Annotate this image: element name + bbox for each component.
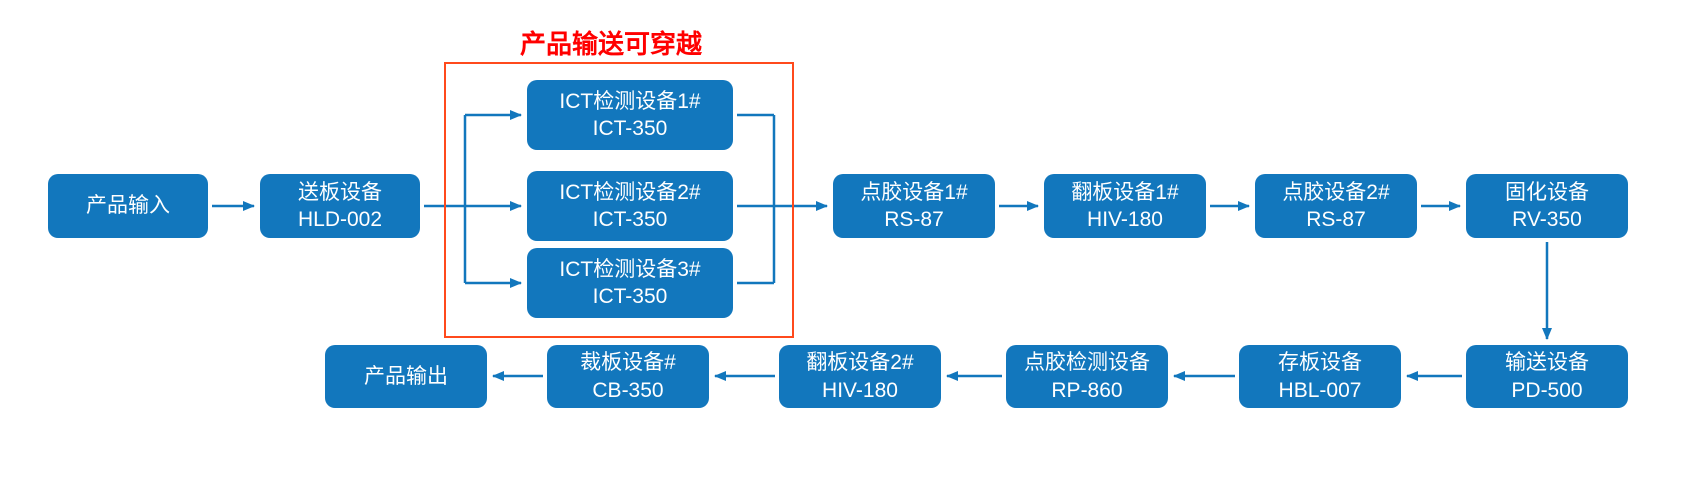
node-code: ICT-350 [592, 285, 668, 308]
node-title: 输送设备 [1505, 351, 1589, 375]
node-code: ICT-350 [592, 117, 668, 140]
node-title: 送板设备 [298, 180, 382, 204]
node-ict-tester-2: ICT检测设备2# ICT-350 [527, 171, 733, 241]
node-conveyor: 输送设备 PD-500 [1466, 345, 1628, 408]
node-title: 翻板设备2# [806, 351, 914, 375]
node-code: HLD-002 [297, 208, 383, 231]
node-code: CB-350 [592, 378, 664, 402]
node-board-flipper-2: 翻板设备2# HIV-180 [779, 345, 941, 408]
node-glue-dispenser-2: 点胶设备2# RS-87 [1255, 174, 1417, 238]
node-title: 存板设备 [1278, 351, 1362, 375]
node-title: 固化设备 [1505, 180, 1589, 204]
node-board-cutter: 裁板设备# CB-350 [547, 345, 709, 408]
node-ict-tester-3: ICT检测设备3# ICT-350 [527, 248, 733, 318]
node-board-feeder: 送板设备 HLD-002 [260, 174, 420, 238]
node-board-flipper-1: 翻板设备1# HIV-180 [1044, 174, 1206, 238]
node-code: RS-87 [1306, 208, 1366, 231]
node-code: RP-860 [1051, 378, 1123, 402]
node-title: 产品输出 [364, 364, 448, 388]
node-code: RV-350 [1512, 208, 1582, 231]
node-glue-inspection: 点胶检测设备 RP-860 [1006, 345, 1168, 408]
node-title: 产品输入 [86, 194, 170, 218]
node-code: HBL-007 [1278, 378, 1362, 402]
node-code: RS-87 [884, 208, 944, 231]
node-title: 点胶检测设备 [1024, 351, 1150, 375]
passthrough-label: 产品输送可穿越 [520, 29, 703, 59]
node-title: 翻板设备1# [1071, 180, 1179, 204]
node-title: ICT检测设备2# [559, 180, 701, 204]
node-ict-tester-1: ICT检测设备1# ICT-350 [527, 80, 733, 150]
node-curing-machine: 固化设备 RV-350 [1466, 174, 1628, 238]
node-code: HIV-180 [822, 378, 898, 402]
node-glue-dispenser-1: 点胶设备1# RS-87 [833, 174, 995, 238]
passthrough-highlight-box [444, 62, 794, 338]
node-title: ICT检测设备1# [559, 89, 701, 113]
node-code: ICT-350 [592, 208, 668, 231]
node-product-output: 产品输出 [325, 345, 487, 408]
node-code: PD-500 [1511, 378, 1583, 402]
node-title: 点胶设备1# [860, 180, 968, 204]
node-title: 点胶设备2# [1282, 180, 1390, 204]
node-title: 裁板设备# [580, 351, 676, 375]
node-board-stocker: 存板设备 HBL-007 [1239, 345, 1401, 408]
node-code: HIV-180 [1087, 208, 1163, 231]
node-title: ICT检测设备3# [559, 257, 701, 281]
node-product-input: 产品输入 [48, 174, 208, 238]
